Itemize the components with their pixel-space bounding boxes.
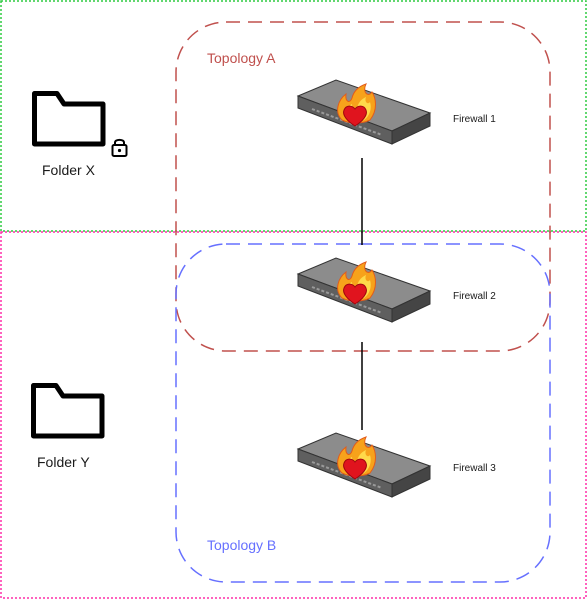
firewall-2-label: Firewall 2 [453, 291, 496, 302]
topology-b-boundary [175, 243, 551, 583]
folder-y-icon[interactable] [34, 386, 103, 437]
folder-x-border [0, 0, 587, 232]
folder-x-label: Folder X [42, 162, 95, 178]
firewall-1-label: Firewall 1 [453, 114, 496, 125]
topology-a-label: Topology A [207, 50, 276, 66]
topology-b-label: Topology B [207, 537, 277, 553]
firewall-3-label: Firewall 3 [453, 463, 496, 474]
firewall-1-icon[interactable] [297, 79, 431, 145]
firewall-2-icon[interactable] [297, 257, 431, 323]
folder-y-label: Folder Y [37, 454, 90, 470]
folder-x-icon[interactable] [35, 94, 104, 145]
folder-y-border [0, 231, 587, 599]
firewall-3-icon[interactable] [297, 432, 431, 498]
topology-a-boundary [175, 21, 551, 352]
lock-icon [111, 138, 128, 157]
